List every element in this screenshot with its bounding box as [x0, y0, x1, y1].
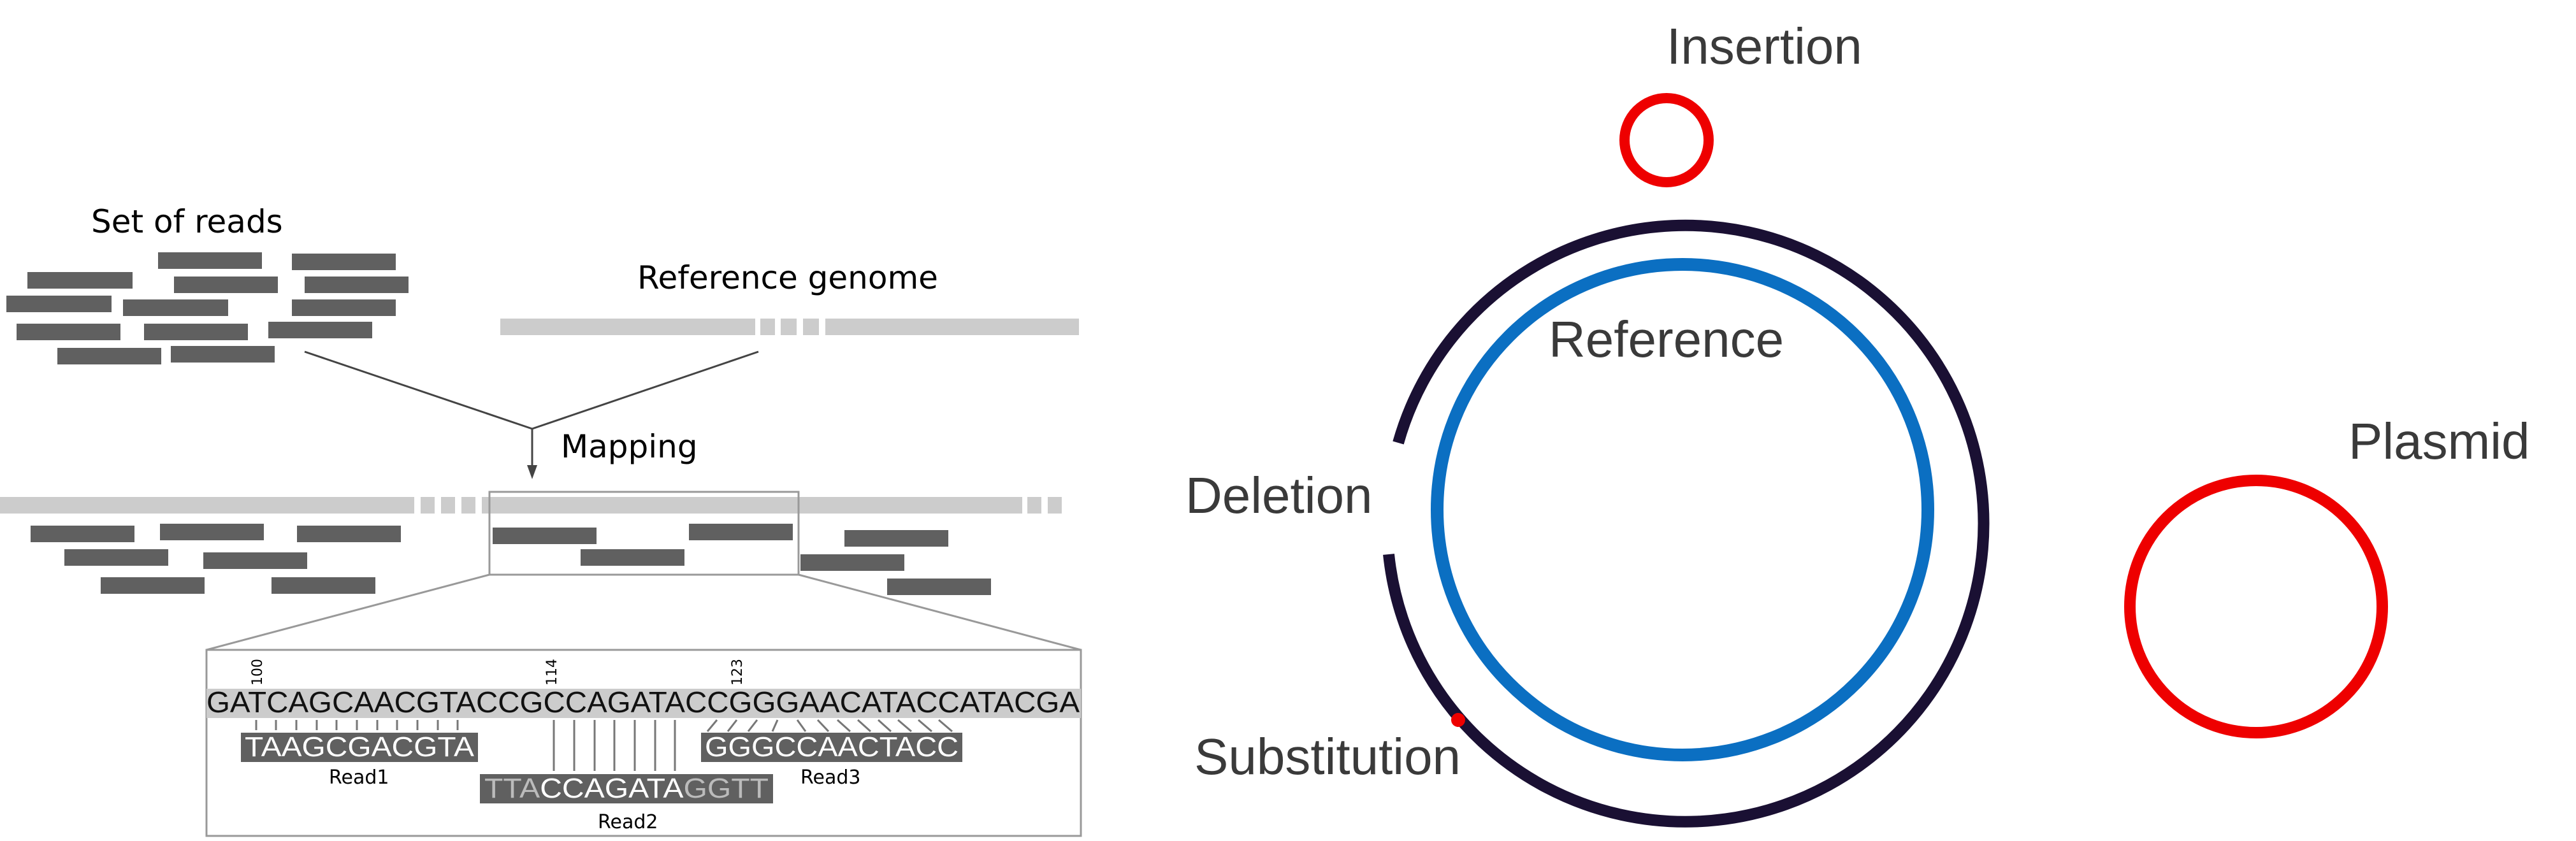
read1-box [241, 733, 478, 762]
read2-softclip-prefix: TTA [484, 773, 540, 804]
read-bar [64, 549, 168, 566]
read2-softclip-suffix: GGTT [683, 773, 769, 804]
read3-box [701, 733, 962, 762]
insertion-loop [1619, 93, 1714, 187]
mapping-arrow [304, 350, 759, 470]
read-bar [203, 552, 307, 569]
read-bar [158, 252, 262, 269]
read-bar [268, 322, 372, 338]
read-bar [292, 299, 396, 316]
reference-ring [1431, 258, 1934, 761]
mapping-label: Mapping [561, 428, 698, 465]
zoom-window [488, 491, 800, 576]
read-bar [271, 577, 375, 594]
read-bar [689, 524, 793, 540]
chromosome-ring [1383, 219, 1990, 828]
read-bar [160, 524, 264, 540]
reference-sequence: GATCAGCAACGTACCGCCAGATACCGGGAACATACCATAC… [206, 686, 1080, 719]
variant-panel: Insertion Reference Deletion Substitutio… [1185, 18, 2530, 828]
read-bar [174, 277, 278, 293]
deletion-label: Deletion [1185, 467, 1373, 524]
read2-aligned: CCAGATA [540, 773, 684, 804]
substitution-marker [1451, 713, 1465, 727]
read-bar [581, 549, 684, 566]
set-of-reads-label: Set of reads [91, 203, 283, 240]
mapped-reference-bar [0, 497, 1062, 514]
unmapped-reads [6, 252, 409, 364]
alignment-lines [255, 719, 953, 771]
read-bar [844, 530, 948, 547]
read-bar [6, 296, 112, 312]
reference-genome-label: Reference genome [637, 259, 938, 296]
mapped-reads [31, 524, 991, 595]
read-bar [800, 554, 904, 571]
plasmid-circle [2124, 475, 2388, 738]
read3-sequence: GGGCCAACTACC [705, 731, 959, 763]
read-bar [123, 299, 228, 316]
read-mapping-panel: Set of reads Reference genome [0, 203, 1082, 837]
read-bar [17, 324, 120, 340]
read-bar [297, 526, 401, 542]
read-bar [101, 577, 205, 594]
read-bar [887, 579, 991, 595]
read-bar [171, 346, 275, 363]
position-label: 123 [730, 659, 746, 686]
read-bar [144, 324, 248, 340]
read1-sequence: TAAGCGACGTA [245, 731, 475, 763]
read3-label: Read3 [800, 766, 860, 789]
read-bar [292, 254, 396, 270]
read-bar [493, 528, 597, 544]
reference-label: Reference [1549, 311, 1784, 368]
read2-label: Read2 [598, 811, 658, 833]
read-bar [27, 272, 133, 289]
insertion-label: Insertion [1667, 18, 1862, 75]
position-label: 114 [544, 659, 560, 686]
read-bar [305, 277, 409, 293]
read-bar [31, 526, 134, 542]
read2-box [480, 774, 773, 803]
read-bar [57, 348, 161, 364]
substitution-label: Substitution [1194, 728, 1461, 785]
read1-label: Read1 [329, 766, 389, 789]
zoom-lines [206, 573, 1082, 651]
position-label: 100 [250, 659, 266, 686]
reference-sequence-bg [206, 689, 1081, 718]
reference-genome-bar [500, 319, 1079, 335]
arrow-head [527, 465, 537, 479]
plasmid-label: Plasmid [2348, 413, 2530, 470]
